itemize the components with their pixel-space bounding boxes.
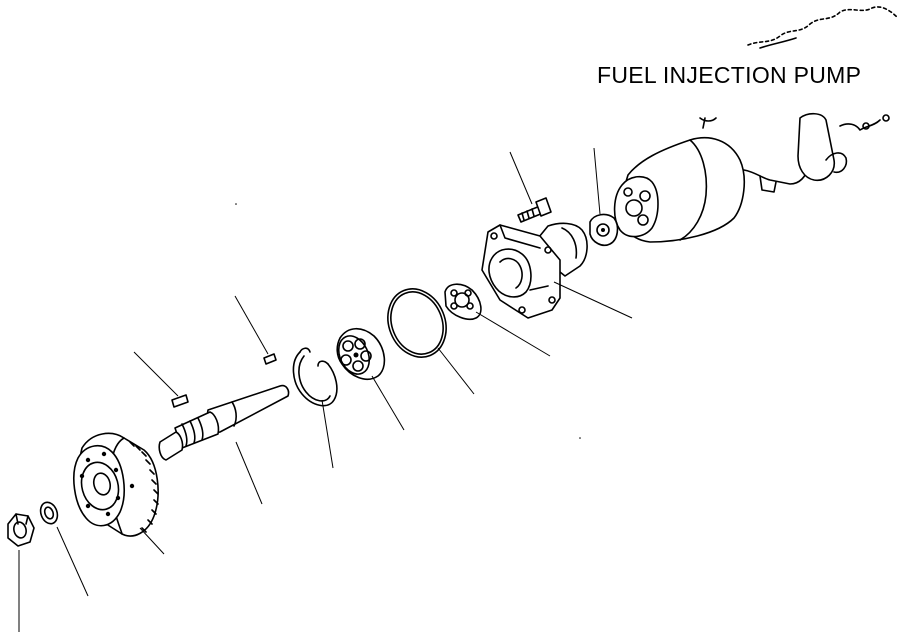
leader-snap-ring bbox=[321, 399, 334, 469]
drive-gear bbox=[73, 432, 159, 537]
leader-lines bbox=[18, 147, 633, 632]
leader-key-lower bbox=[133, 351, 179, 397]
fuel-injection-pump bbox=[613, 6, 899, 243]
washer bbox=[39, 501, 59, 525]
leader-shaft bbox=[235, 441, 263, 505]
nut bbox=[7, 513, 35, 547]
leader-key-upper bbox=[234, 295, 269, 355]
snap-ring bbox=[292, 347, 338, 407]
key-lower bbox=[171, 394, 189, 408]
o-ring bbox=[387, 288, 447, 358]
bolt bbox=[517, 197, 552, 223]
pump-nut bbox=[589, 213, 619, 247]
leader-pump-nut bbox=[593, 147, 601, 215]
housing bbox=[481, 222, 588, 319]
leader-gear bbox=[139, 527, 165, 555]
leader-o-ring bbox=[437, 347, 475, 395]
leader-washer bbox=[56, 526, 89, 597]
ball-bearing-right bbox=[444, 283, 482, 321]
leader-bearing-left bbox=[371, 375, 405, 431]
leader-housing bbox=[553, 281, 633, 319]
key-upper bbox=[263, 353, 277, 365]
fuel-injection-pump-label: FUEL INJECTION PUMP bbox=[597, 62, 862, 88]
leader-bearing-right bbox=[475, 311, 551, 357]
leader-bolt bbox=[509, 151, 533, 205]
ball-bearing-left bbox=[336, 327, 386, 380]
drive-shaft bbox=[158, 384, 290, 461]
